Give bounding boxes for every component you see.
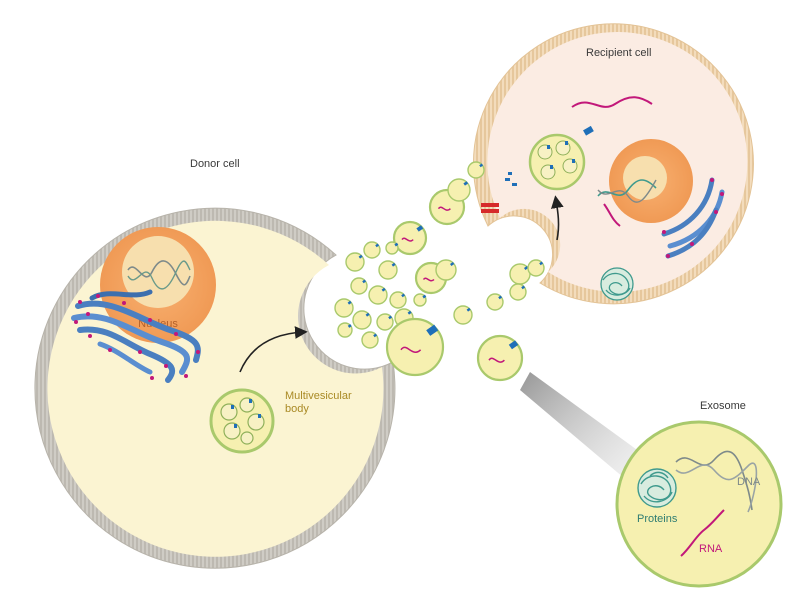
- rna-strand-icon: [437, 206, 451, 211]
- receptor-icon: [521, 285, 526, 290]
- dna-helix-icon: [597, 179, 657, 197]
- receptor-icon: [463, 181, 469, 186]
- rna-strand-icon: [401, 237, 414, 242]
- receptor-icon: [426, 324, 439, 336]
- donor-cell: Nucleus: [34, 158, 396, 569]
- receptor-icon: [381, 287, 386, 292]
- rna-strand-icon: [422, 277, 435, 282]
- receptor-icon: [539, 261, 544, 266]
- mvb-label-line1: Multivesicular: [285, 390, 352, 402]
- receptor-icon: [466, 307, 471, 312]
- receptor-icon: [422, 294, 427, 299]
- exosome-detail: Proteins DNA RNA Exosome: [615, 400, 783, 588]
- receptor-icon: [347, 300, 352, 305]
- dna-helix-icon: [127, 260, 191, 286]
- receptor-icon: [373, 333, 378, 338]
- rna-strand-icon: [680, 509, 725, 557]
- protein-blob-icon: [637, 468, 677, 508]
- receptor-icon: [481, 203, 499, 213]
- receptor-icon: [416, 225, 424, 232]
- recipient-cell: Recipient cell: [472, 23, 754, 305]
- er-membrane-icon: [71, 289, 201, 383]
- arrow-up-icon: [551, 195, 564, 241]
- rna-strand-icon: [571, 96, 653, 108]
- receptor-icon: [479, 163, 484, 168]
- receptor-icon: [450, 261, 455, 267]
- recipient-cell-label: Recipient cell: [586, 47, 651, 59]
- receptor-icon: [375, 243, 380, 248]
- receptor-icon: [347, 324, 352, 328]
- arrow-curved-icon: [239, 326, 308, 373]
- multivesicular-body: [209, 388, 275, 454]
- receptor-icon: [524, 265, 529, 271]
- proteins-label: Proteins: [637, 513, 678, 525]
- recipient-nucleus: [597, 139, 693, 227]
- receptor-icon: [358, 254, 363, 259]
- receptor-icon: [365, 312, 370, 317]
- receptor-icon: [508, 340, 519, 350]
- mvb-label-line2: body: [285, 403, 309, 415]
- er-membrane-icon: [661, 177, 725, 259]
- exosome-label: Exosome: [700, 400, 746, 412]
- dna-label: DNA: [737, 476, 761, 488]
- receptor-icon: [498, 295, 503, 300]
- receptor-icon: [401, 293, 406, 298]
- dna-helix-icon: [675, 450, 758, 513]
- receptor-icon: [388, 315, 393, 320]
- rna-strand-icon: [488, 357, 505, 363]
- rna-label: RNA: [699, 543, 723, 555]
- receptor-icon: [391, 262, 396, 267]
- rna-strand-icon: [603, 203, 621, 227]
- receptor-icon: [362, 279, 367, 284]
- endosome: [528, 125, 594, 191]
- donor-cell-label: Donor cell: [190, 158, 240, 170]
- protein-blob-icon: [600, 267, 634, 301]
- receptor-icon: [407, 310, 412, 315]
- exosome-cloud: [334, 161, 545, 382]
- magnifier-beam: [520, 372, 650, 500]
- rna-strand-icon: [400, 346, 422, 353]
- receptor-icon: [394, 242, 399, 247]
- donor-cell-cytoplasm: [47, 220, 384, 557]
